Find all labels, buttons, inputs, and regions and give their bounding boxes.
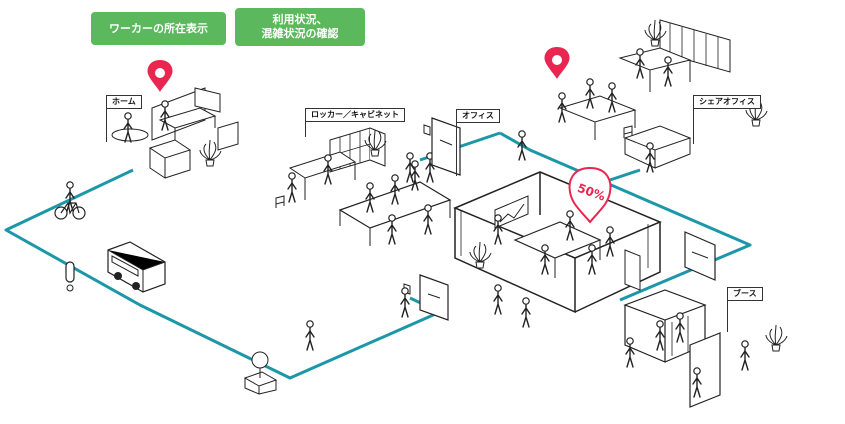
locker-area [275, 127, 452, 246]
usage-status-badge: 利用状況、 混雑状況の確認 [235, 8, 365, 46]
booth-area [623, 289, 788, 408]
home-area [111, 87, 239, 179]
chart-icon [499, 203, 525, 223]
planter-icon [243, 351, 278, 395]
door-icon [403, 274, 449, 321]
whiteboard-icon [494, 195, 529, 229]
share-office-area [557, 19, 768, 173]
leader-locker [305, 119, 306, 137]
occupancy-balloon: 50% [568, 166, 612, 224]
label-home: ホーム [106, 95, 142, 109]
label-office: オフィス [456, 109, 500, 123]
door-icon [423, 117, 461, 176]
bus-icon [107, 241, 166, 293]
location-display-badge: ワーカーの所在表示 [91, 12, 226, 45]
door-icon [684, 231, 716, 281]
leader-share-office [693, 106, 694, 144]
label-share-office: シェアオフィス [693, 95, 761, 109]
leader-home [106, 106, 107, 142]
meeting-room [453, 171, 662, 314]
leader-booth [727, 298, 728, 332]
bicycle-icon [54, 181, 86, 220]
label-booth: ブース [727, 287, 763, 301]
leader-office [456, 120, 457, 176]
beacon-icon [65, 261, 75, 292]
label-locker-cabinet: ロッカー／キャビネット [305, 108, 405, 122]
